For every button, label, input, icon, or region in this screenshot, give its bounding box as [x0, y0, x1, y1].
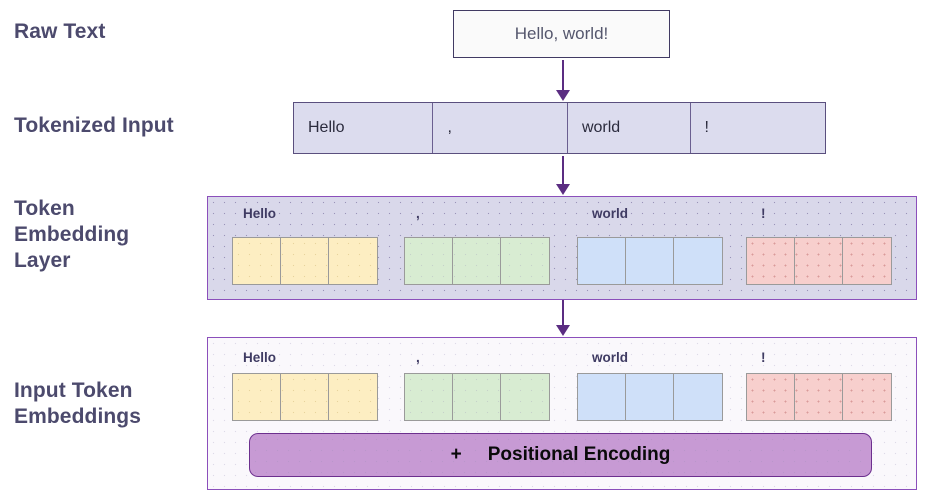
arrow-down-icon-tokens-to-embedding [556, 156, 570, 195]
row-label-raw-text: Raw Text [14, 20, 106, 43]
tokenized-input-row: Hello , world ! [293, 102, 826, 154]
embedding-cell [405, 238, 453, 284]
embed-token-label-1: , [416, 206, 420, 221]
positional-encoding-label: Positional Encoding [487, 444, 671, 465]
embedding-vector-hello [232, 237, 378, 285]
embedding-cell [843, 374, 891, 420]
input-token-label-0: Hello [243, 350, 277, 365]
raw-text-box: Hello, world! [453, 10, 670, 58]
embedding-vector-exclamation [746, 237, 892, 285]
embed-token-label-2: world [592, 206, 628, 221]
input-embedding-vector-exclamation [746, 373, 892, 421]
embedding-cell [501, 238, 549, 284]
embedding-cell [329, 374, 377, 420]
arrow-down-icon-raw-to-tokens [556, 60, 570, 101]
embedding-cell [578, 238, 626, 284]
embedding-cell [795, 238, 843, 284]
input-token-label-1: , [416, 350, 420, 365]
embedding-cell [578, 374, 626, 420]
row-label-token-embedding-layer: Token Embedding Layer [14, 197, 130, 272]
raw-text-value: Hello, world! [514, 24, 609, 43]
embedding-cell [405, 374, 453, 420]
embedding-cell [453, 238, 501, 284]
positional-encoding-bar: + Positional Encoding [249, 433, 872, 477]
embedding-cell [795, 374, 843, 420]
embed-token-label-3: ! [761, 206, 766, 221]
embedding-cell [626, 374, 674, 420]
embedding-cell [233, 238, 281, 284]
token-embedding-layer-panel: Hello , world ! [207, 196, 917, 300]
embedding-cell [747, 238, 795, 284]
embedding-vector-comma [404, 237, 550, 285]
input-token-label-2: world [592, 350, 628, 365]
embedding-cell [674, 374, 722, 420]
plus-icon: + [450, 444, 462, 465]
embedding-cell [233, 374, 281, 420]
row-label-tokenized-input: Tokenized Input [14, 114, 174, 137]
embedding-cell [674, 238, 722, 284]
embedding-cell [281, 374, 329, 420]
input-token-embeddings-panel: Hello , world ! [207, 337, 917, 490]
input-token-label-3: ! [761, 350, 766, 365]
token-cell-1: , [433, 103, 568, 153]
embedding-cell [329, 238, 377, 284]
embedding-cell [501, 374, 549, 420]
arrow-down-icon-embedding-to-input [556, 300, 570, 336]
embedding-vector-world [577, 237, 723, 285]
embedding-cell [626, 238, 674, 284]
embed-token-label-0: Hello [243, 206, 277, 221]
embedding-cell [281, 238, 329, 284]
input-embedding-vector-hello [232, 373, 378, 421]
token-cell-3: ! [704, 119, 709, 136]
token-cell-2: world [568, 103, 691, 153]
input-embedding-vector-world [577, 373, 723, 421]
row-label-input-token-embeddings: Input Token Embeddings [14, 379, 142, 428]
embedding-cell [747, 374, 795, 420]
embedding-cell [453, 374, 501, 420]
token-cell-0: Hello [294, 103, 434, 153]
embedding-cell [843, 238, 891, 284]
input-embedding-vector-comma [404, 373, 550, 421]
